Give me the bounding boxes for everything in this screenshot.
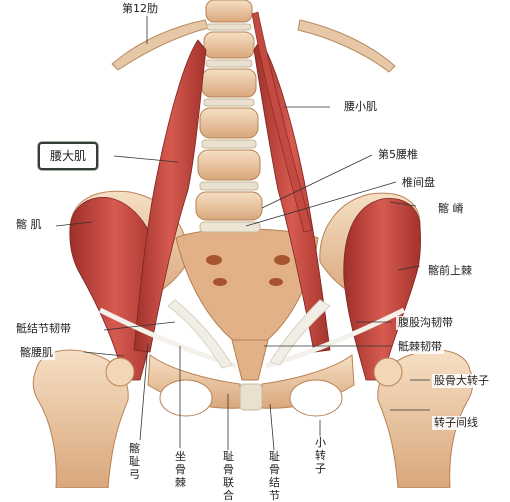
label-iliac-crest: 髂 嵴 [436, 202, 466, 216]
psoas-major-left [133, 39, 207, 353]
label-pubic-symphysis: 耻骨联合 [222, 450, 235, 502]
label-lesser-trochanter: 小转子 [314, 436, 327, 475]
label-rib-12: 第12肋 [120, 2, 160, 16]
sacral-foramen-3 [213, 278, 227, 286]
psoas-minor [251, 11, 313, 233]
pubic-symphysis [239, 383, 263, 411]
iliacus-muscle-right [343, 198, 421, 381]
pelvis-illustration [32, 0, 474, 488]
label-l5-vertebra: 第5腰椎 [376, 148, 420, 162]
sacral-foramen-2 [274, 255, 290, 265]
label-inguinal-ligament: 腹股沟韧带 [396, 316, 455, 330]
label-asis: 髂前上棘 [426, 264, 474, 278]
sacral-foramen-1 [206, 255, 222, 265]
label-intertrochanteric-line: 转子间线 [432, 416, 480, 430]
femoral-head-left [105, 357, 135, 387]
femoral-head-right [373, 357, 403, 387]
label-iliopubic-eminence: 髂耻弓 [128, 442, 141, 481]
leader-lines [55, 14, 430, 451]
sacral-foramen-4 [269, 278, 283, 286]
lumbar-spine [195, 0, 269, 381]
label-psoas-minor: 腰小肌 [342, 100, 379, 114]
anatomy-figure: 第12肋 腰小肌 腰大肌 第5腰椎 椎间盘 髂 肌 髂 嵴 髂前上棘 骶结节韧带… [14, 0, 491, 502]
sacrotuberous-ligament [167, 299, 233, 369]
label-sacrotuberous-ligament: 骶结节韧带 [14, 322, 73, 336]
label-iliacus: 髂 肌 [14, 218, 44, 232]
label-ischial-spine: 坐骨棘 [174, 450, 187, 489]
obturator-foramen-right [289, 379, 343, 417]
obturator-foramen-left [159, 379, 213, 417]
label-intervertebral-disc: 椎间盘 [400, 176, 437, 190]
label-greater-trochanter: 股骨大转子 [432, 374, 491, 388]
intervertebral-disc [199, 221, 261, 233]
sacrospinous-ligament [269, 299, 331, 366]
label-sacrospinous-ligament: 骶棘韧带 [396, 340, 444, 354]
label-psoas-major: 腰大肌 [38, 142, 99, 170]
femur-left [32, 349, 129, 488]
label-pubic-tubercle: 耻骨结节 [268, 450, 281, 502]
label-iliopsoas: 髂腰肌 [18, 346, 55, 360]
rib-12-right [297, 19, 396, 73]
psoas-major-right [253, 39, 331, 353]
